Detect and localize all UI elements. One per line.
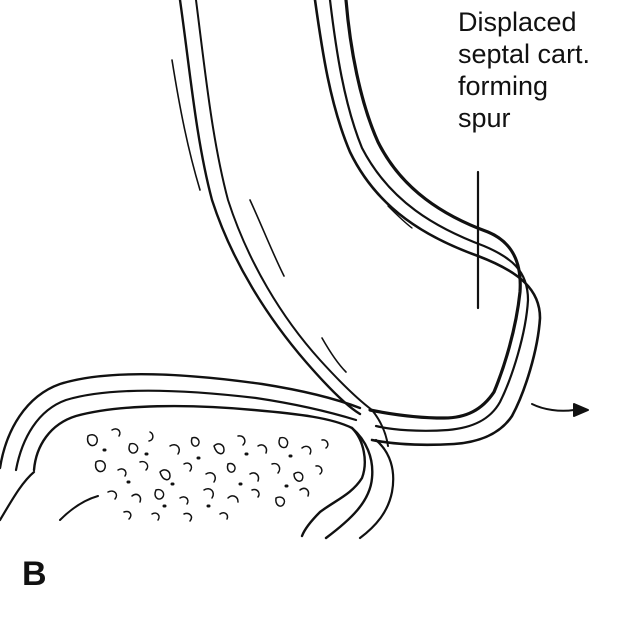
annotation-line-4: spur bbox=[458, 102, 630, 134]
annotation-line-3: forming bbox=[458, 70, 630, 102]
direction-arrowhead bbox=[574, 404, 588, 416]
panel-label: B bbox=[22, 555, 47, 594]
direction-arrow-shaft bbox=[532, 404, 574, 411]
annotation-line-1: Displaced bbox=[458, 6, 630, 38]
floor-outer-line bbox=[0, 374, 360, 468]
floor-lower-contour bbox=[34, 406, 365, 536]
spur-annotation: Displaced septal cart. forming spur bbox=[458, 6, 630, 134]
septum-left-outer-line bbox=[180, 0, 360, 414]
floor-inner-line bbox=[16, 391, 356, 470]
septum-inner-stroke-3 bbox=[388, 206, 412, 228]
floor-left-edge bbox=[0, 472, 34, 520]
bone-texture-dots bbox=[104, 450, 291, 506]
columella-outer-line bbox=[326, 428, 372, 538]
septum-left-inner-line bbox=[196, 0, 372, 410]
floor-bottom-edge bbox=[60, 496, 98, 520]
annotation-line-2: septal cart. bbox=[458, 38, 630, 70]
